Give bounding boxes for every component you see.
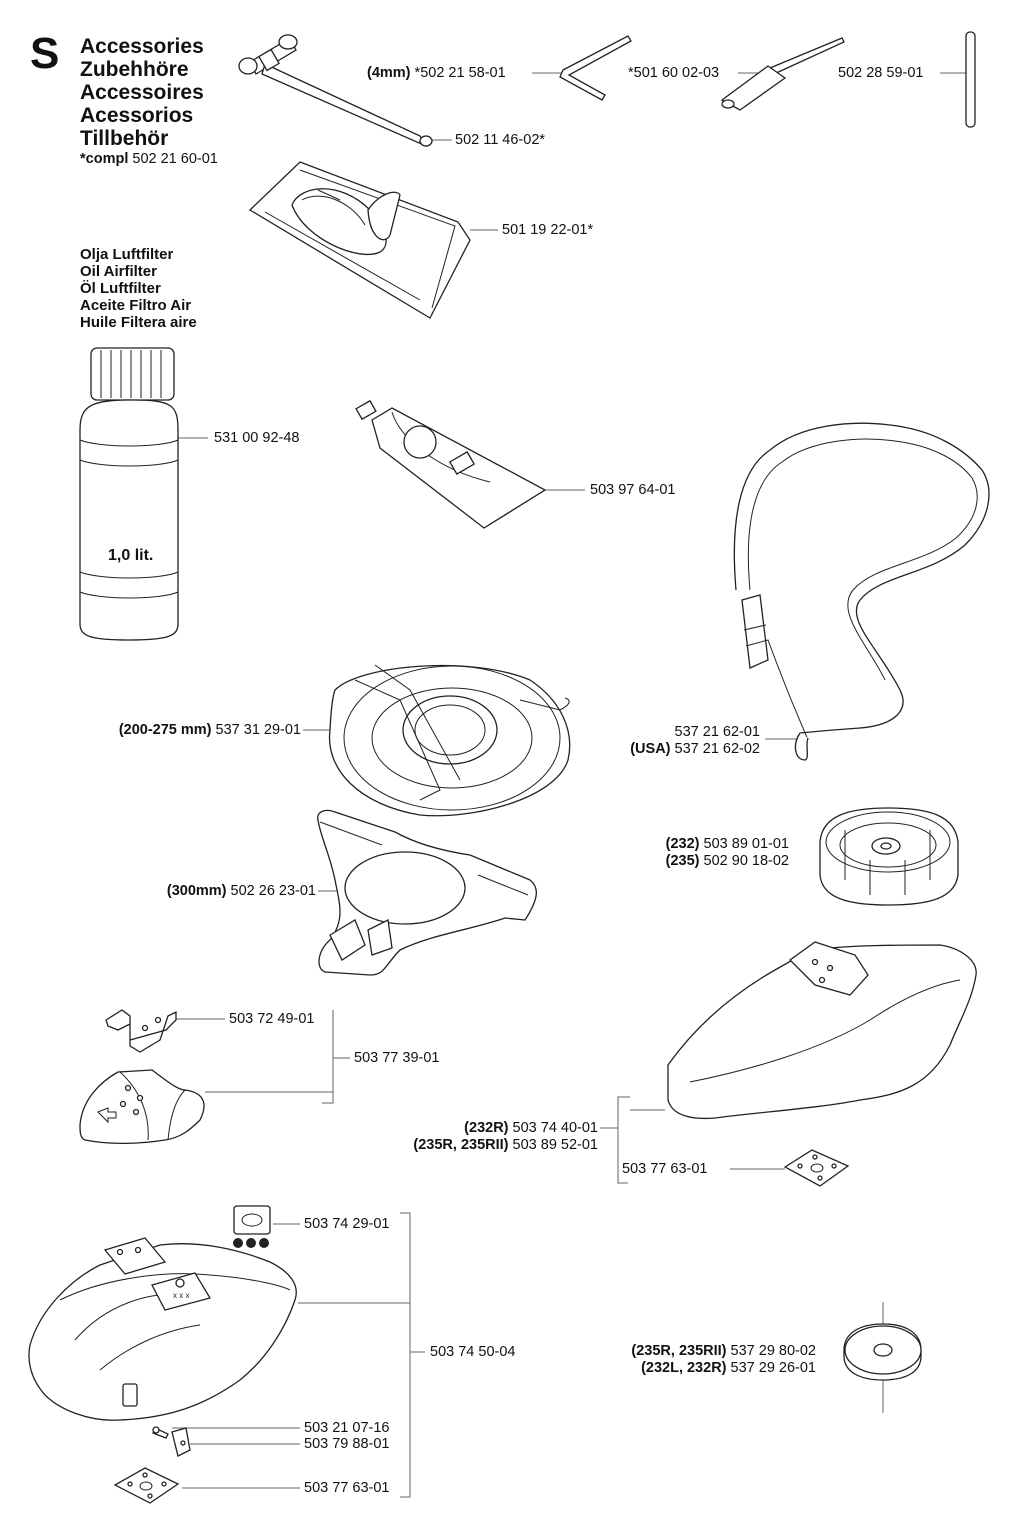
- rod-part: [965, 31, 976, 128]
- washer-part: [843, 1323, 922, 1381]
- part-label: 501 19 22-01*: [502, 222, 594, 238]
- part-label: 503 72 49-01: [229, 1011, 315, 1027]
- part-label: (235) 502 90 18-02: [665, 853, 789, 869]
- part-label: 531 00 92-48: [214, 430, 300, 446]
- hex-key-part: [559, 35, 632, 101]
- guard-200-part: [328, 664, 571, 817]
- oil-title: Olja Luftfilter: [80, 246, 174, 263]
- title-line: Tillbehör: [80, 127, 169, 150]
- decal-part: [233, 1205, 271, 1248]
- part-label: 503 74 29-01: [304, 1216, 390, 1232]
- part-label: 503 97 64-01: [590, 482, 676, 498]
- title-line: Zubehhöre: [80, 58, 189, 81]
- screw-part: [152, 1426, 169, 1439]
- compl-number: 502 21 60-01: [132, 151, 218, 167]
- part-label: 503 79 88-01: [304, 1436, 390, 1452]
- oil-title: Huile Filtera aire: [80, 314, 197, 331]
- part-label: (300mm) 502 26 23-01: [166, 883, 316, 899]
- part-label: 537 21 62-01: [674, 724, 760, 740]
- part-label: (4mm) *502 21 58-01: [367, 65, 506, 81]
- part-label: (232R) 503 74 40-01: [464, 1120, 598, 1136]
- leader-lines: [172, 72, 968, 1498]
- oil-bottle-part: [79, 347, 179, 641]
- part-label: (235R, 235RII) 537 29 80-02: [631, 1343, 816, 1359]
- part-label: 503 77 39-01: [354, 1050, 440, 1066]
- compl-note: *compl 502 21 60-01: [80, 151, 218, 168]
- oil-title: Öl Luftfilter: [80, 280, 161, 297]
- part-label: (232L, 232R) 537 29 26-01: [641, 1360, 816, 1376]
- part-label: *501 60 02-03: [628, 65, 720, 81]
- title-line: Acessorios: [80, 104, 194, 127]
- part-label: (USA) 537 21 62-02: [630, 741, 760, 757]
- part-label: 503 77 63-01: [304, 1480, 390, 1496]
- title-line: Accessories: [80, 35, 204, 58]
- oil-title: Oil Airfilter: [80, 263, 157, 280]
- plate-b-part: [113, 1467, 180, 1504]
- part-label: 503 77 63-01: [622, 1161, 708, 1177]
- small-guard-part: [79, 1069, 205, 1145]
- compl-prefix: *compl: [80, 151, 129, 167]
- part-label: (235R, 235RII) 503 89 52-01: [413, 1137, 598, 1153]
- pin-tool-part: [720, 37, 845, 111]
- tool-bag-part: [248, 161, 471, 319]
- socket-wrench-part: [238, 34, 433, 148]
- part-label: 502 28 59-01: [838, 65, 924, 81]
- plate-a-part: [783, 1149, 850, 1187]
- clip-part: [171, 1427, 191, 1457]
- part-label: (232) 503 89 01-01: [665, 836, 789, 852]
- part-label: 503 74 50-04: [430, 1344, 516, 1360]
- title-line: Accessoires: [80, 81, 204, 104]
- trimmer-head-part: [819, 807, 959, 906]
- harness-part: [733, 422, 990, 761]
- part-label: 502 11 46-02*: [455, 132, 546, 148]
- bottle-volume-label: 1,0 lit.: [108, 547, 154, 564]
- shield-232r-part: [667, 941, 977, 1120]
- oil-title: Aceite Filtro Air: [80, 297, 192, 314]
- bracket-part: [105, 1009, 177, 1053]
- big-guard-part: x x x: [28, 1237, 297, 1421]
- section-letter: S: [30, 29, 60, 78]
- guard-300-part: [317, 809, 537, 976]
- part-label: 503 21 07-16: [304, 1420, 390, 1436]
- grease-tube-part: [355, 399, 547, 529]
- part-label: (200-275 mm) 537 31 29-01: [118, 722, 301, 738]
- decal-marking: x x x: [173, 1291, 189, 1300]
